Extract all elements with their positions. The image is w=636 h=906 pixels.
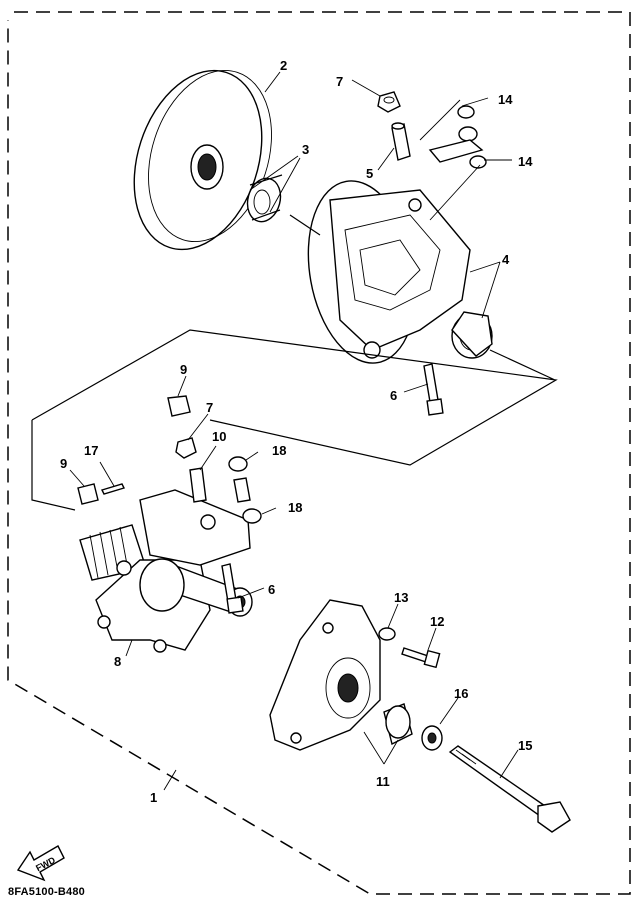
- callout-7-lower: 7: [206, 400, 213, 415]
- part-6-bolt-lower: [221, 563, 244, 614]
- fwd-arrow: FWD: [16, 845, 65, 882]
- callout-14-lower: 14: [518, 154, 533, 169]
- part-17-pin: [101, 483, 125, 495]
- callout-17: 17: [84, 443, 98, 458]
- callout-4: 4: [502, 252, 510, 267]
- callout-1: 1: [150, 790, 157, 805]
- callout-18-lower: 18: [288, 500, 302, 515]
- part-4-housing: [307, 180, 493, 364]
- part-8-shaft: [79, 489, 253, 653]
- leader-lines: [69, 71, 519, 791]
- callout-10: 10: [212, 429, 226, 444]
- callout-15: 15: [518, 738, 532, 753]
- part-2-sheave: [133, 69, 272, 251]
- part-14-washers: [419, 99, 487, 221]
- part-18-washers: [228, 456, 262, 524]
- assembly-boundary: [7, 11, 631, 895]
- callout-6-upper: 6: [390, 388, 397, 403]
- assembly-link-lines: [31, 214, 558, 511]
- callout-5: 5: [366, 166, 373, 181]
- part-12-bolt: [401, 647, 441, 669]
- part-11-cover: [269, 599, 413, 751]
- part-13-washer: [378, 627, 396, 641]
- part-7-nut-upper: [377, 91, 401, 113]
- callout-2: 2: [280, 58, 287, 73]
- part-9-blocks: [77, 395, 191, 505]
- callout-9-upper: 9: [180, 362, 187, 377]
- part-10-pin: [189, 467, 207, 503]
- part-3-collar: [246, 174, 283, 223]
- part-16-washer: [421, 725, 443, 751]
- callout-7-upper: 7: [336, 74, 343, 89]
- part-15-long-bolt: [448, 745, 571, 833]
- callout-8: 8: [114, 654, 121, 669]
- callout-9-lower: 9: [60, 456, 67, 471]
- callout-16: 16: [454, 686, 468, 701]
- drawing-code: 8FA5100-B480: [8, 886, 86, 898]
- callout-12: 12: [430, 614, 444, 629]
- part-5-pin: [391, 122, 411, 161]
- part-7-nut-lower: [175, 437, 197, 459]
- callout-11: 11: [376, 774, 390, 789]
- part-6-bolt-upper: [423, 363, 444, 416]
- callout-3: 3: [302, 142, 309, 157]
- callout-labels: 2 3 7 5 14 14 4 6 9 7 10 18 17 9 18 6 8 …: [60, 58, 533, 805]
- callout-6-lower: 6: [268, 582, 275, 597]
- callout-18-upper: 18: [272, 443, 286, 458]
- callout-14-upper: 14: [498, 92, 513, 107]
- callout-13: 13: [394, 590, 408, 605]
